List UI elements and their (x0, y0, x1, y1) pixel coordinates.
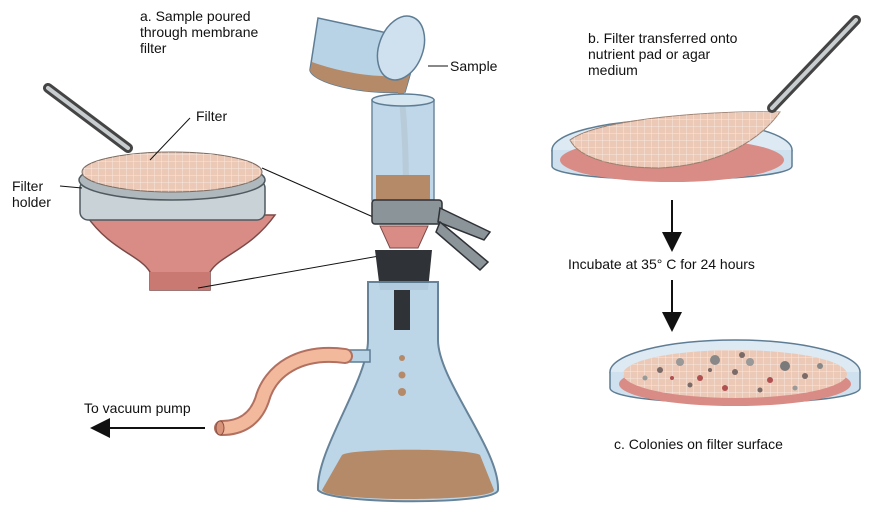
vacuum-flask (316, 281, 500, 503)
rubber-stopper (375, 250, 432, 290)
zoom-guide-line (197, 254, 386, 289)
filter-holder-line: holder (12, 194, 51, 210)
filter-holder-enlarged (43, 83, 277, 291)
step-a-line: through membrane (140, 24, 259, 40)
step-c-caption: c. Colonies on filter surface (614, 436, 783, 452)
petri-dish-b (551, 15, 861, 182)
filter-label: Filter (196, 108, 228, 124)
step-b-line: nutrient pad or agar (588, 46, 711, 62)
filter-holder-label: Filter holder (12, 178, 51, 210)
step-a-line: a. Sample poured (140, 8, 251, 24)
petri-dish-c (609, 339, 861, 406)
step-b-line: b. Filter transferred onto (588, 30, 738, 46)
sample-label: Sample (450, 58, 498, 74)
bacterial-colonies (642, 352, 823, 393)
zoom-guide-line (261, 167, 381, 221)
filtration-apparatus (214, 15, 500, 503)
step-a-line: filter (140, 40, 167, 56)
filter-holder-line: Filter (12, 178, 44, 194)
step-b-line: medium (588, 62, 638, 78)
filter-clamp (371, 199, 443, 225)
step-b-caption: b. Filter transferred onto nutrient pad … (588, 30, 737, 78)
vacuum-pump-label: To vacuum pump (84, 400, 191, 416)
step-a-caption: a. Sample poured through membrane filter (140, 8, 258, 56)
pouring-beaker (309, 15, 426, 181)
incubate-label: Incubate at 35° C for 24 hours (568, 256, 755, 272)
vacuum-tube (216, 348, 351, 434)
